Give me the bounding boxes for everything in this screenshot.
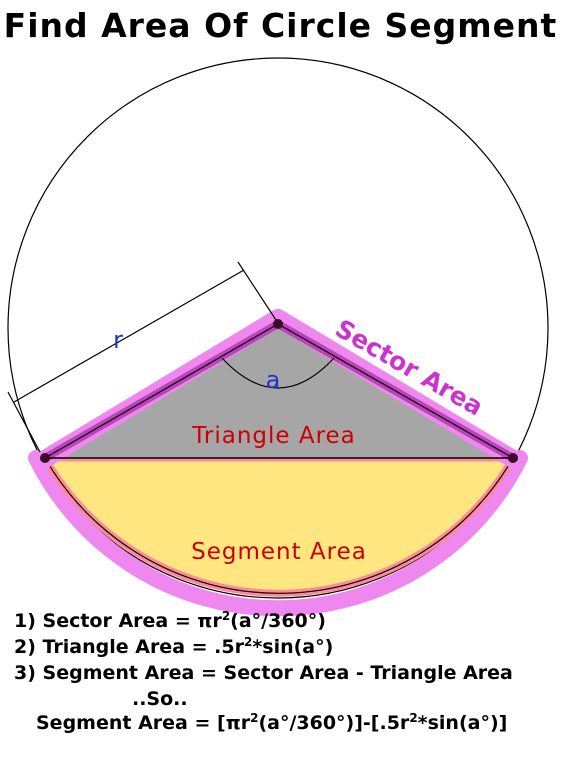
radius-label: r xyxy=(113,326,123,354)
segment-arc-line xyxy=(44,457,514,594)
vertex-left xyxy=(40,453,50,463)
triangle-area-label: Triangle Area xyxy=(191,423,356,449)
page-title: Find Area Of Circle Segment xyxy=(3,6,558,45)
angle-label: a xyxy=(266,366,281,394)
radius-extension-right xyxy=(237,261,277,321)
formula-triangle: 2) Triangle Area = .5r2*sin(a°) xyxy=(14,635,334,658)
formula-sector: 1) Sector Area = πr2(a°/360°) xyxy=(14,609,326,632)
segment-area-label: Segment Area xyxy=(191,539,367,565)
segment-area-shape xyxy=(38,454,520,597)
segment-edge-band xyxy=(28,450,528,617)
vertex-right xyxy=(508,453,518,463)
vertex-center xyxy=(273,319,283,329)
formula-so: ..So.. xyxy=(132,688,188,710)
formula-segment: 3) Segment Area = Sector Area - Triangle… xyxy=(14,662,513,684)
circle-outline xyxy=(7,57,549,599)
formula-final: Segment Area = [πr2(a°/360°)]-[.5r2*sin(… xyxy=(36,711,508,734)
angle-arc xyxy=(221,357,335,389)
triangle-area-shape xyxy=(45,324,513,458)
radius-extension-left xyxy=(7,391,41,453)
radius-dimension-line xyxy=(13,269,245,403)
